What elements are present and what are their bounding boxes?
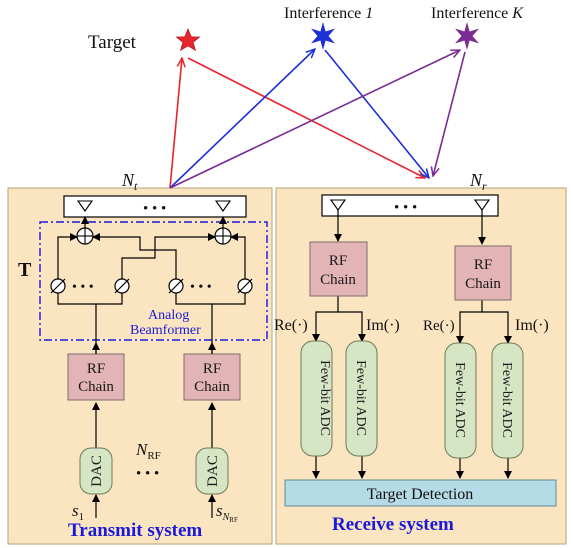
analog-label-line1: Analog <box>148 308 189 323</box>
dac-dots: • • • <box>136 466 159 482</box>
rx-antenna-dots: • • • <box>394 200 417 216</box>
tx-combiner-1-icon <box>76 227 94 245</box>
target-detection-box <box>284 479 557 507</box>
rx-rf-chain-2-line2: Chain <box>465 276 501 292</box>
dac-1 <box>79 447 113 495</box>
dac-1-label: DAC <box>89 455 105 487</box>
interference-k-to-rx-path <box>433 51 466 176</box>
tx-rf-chain-2-line2: Chain <box>194 379 230 395</box>
phase-shifter-2-icon <box>114 278 130 294</box>
interference-k-star-icon <box>455 22 479 50</box>
tx-antenna-1-icon <box>76 200 94 212</box>
rx-antenna-1-icon <box>329 199 347 211</box>
phase-shifter-dots-2: • • • <box>190 280 212 295</box>
re-label-2: Re(·) <box>423 318 455 334</box>
phase-shifter-3-icon <box>168 278 184 294</box>
target-label: Target <box>88 32 137 53</box>
dac-2-label: DAC <box>205 455 221 487</box>
tx-rf-chain-2 <box>183 353 241 401</box>
tx-rf-chain-2-line1: RF <box>203 361 221 377</box>
analog-beamformer-box <box>39 221 268 341</box>
target-detection-label: Target Detection <box>367 486 474 503</box>
tx-chain-arrows <box>92 342 216 518</box>
target-star-icon <box>175 27 201 52</box>
tx-rf-chain-1-line1: RF <box>87 361 105 377</box>
tx-rf-chain-1 <box>67 353 125 401</box>
rx-antenna-n-icon <box>473 199 491 211</box>
tx-to-interference-1-path <box>169 49 315 189</box>
propagation-paths <box>169 49 466 189</box>
tx-antenna-array <box>63 195 247 218</box>
receive-system-title: Receive system <box>332 514 454 535</box>
re-label-1: Re(·) <box>274 317 308 334</box>
adc-4 <box>491 342 524 459</box>
tx-rf-chain-1-line2: Chain <box>78 379 114 395</box>
beamformer-wiring <box>57 216 246 355</box>
tx-antenna-n-icon <box>214 200 232 212</box>
tx-to-interference-k-path <box>169 50 460 189</box>
rx-antenna-array <box>321 194 499 217</box>
interference-1-to-rx-path <box>324 49 429 178</box>
im-label-1: Im(·) <box>366 317 400 334</box>
rx-rf-chain-2-line1: RF <box>474 257 492 273</box>
nr-label: Nr <box>469 170 487 193</box>
adc-3 <box>444 342 477 459</box>
analog-label-line2: Beamformer <box>130 323 201 338</box>
tx-combiner-2-icon <box>214 227 232 245</box>
tx-to-target-path <box>169 58 182 189</box>
nt-label: Nt <box>121 170 138 193</box>
interference-1-star-icon <box>311 22 335 50</box>
adc-4-label: Few-bit ADC <box>499 362 514 438</box>
tx-antenna-dots: • • • <box>143 201 166 217</box>
adc-3-label: Few-bit ADC <box>452 362 467 438</box>
adc-1-label: Few-bit ADC <box>317 360 332 436</box>
phase-shifter-4-icon <box>237 278 253 294</box>
adc-1 <box>300 340 333 457</box>
rx-rf-chain-1-line1: RF <box>329 253 347 269</box>
dac-2 <box>195 447 229 495</box>
phase-shifter-1-icon <box>50 278 66 294</box>
rx-rf-chain-2 <box>454 245 512 301</box>
adc-2-label: Few-bit ADC <box>353 360 368 436</box>
t-matrix-label: T <box>18 259 32 281</box>
rx-wiring <box>312 210 512 479</box>
phase-shifter-dots-1: • • • <box>72 280 94 295</box>
interference-k-label: Interference K <box>431 5 524 22</box>
im-label-2: Im(·) <box>515 317 549 334</box>
interference-1-label: Interference 1 <box>284 5 373 22</box>
rx-rf-chain-1-line2: Chain <box>320 272 356 288</box>
adc-2 <box>345 340 378 457</box>
target-to-rx-path <box>187 57 425 178</box>
rx-rf-chain-1 <box>309 241 368 297</box>
transmit-system-title: Transmit system <box>68 520 202 541</box>
